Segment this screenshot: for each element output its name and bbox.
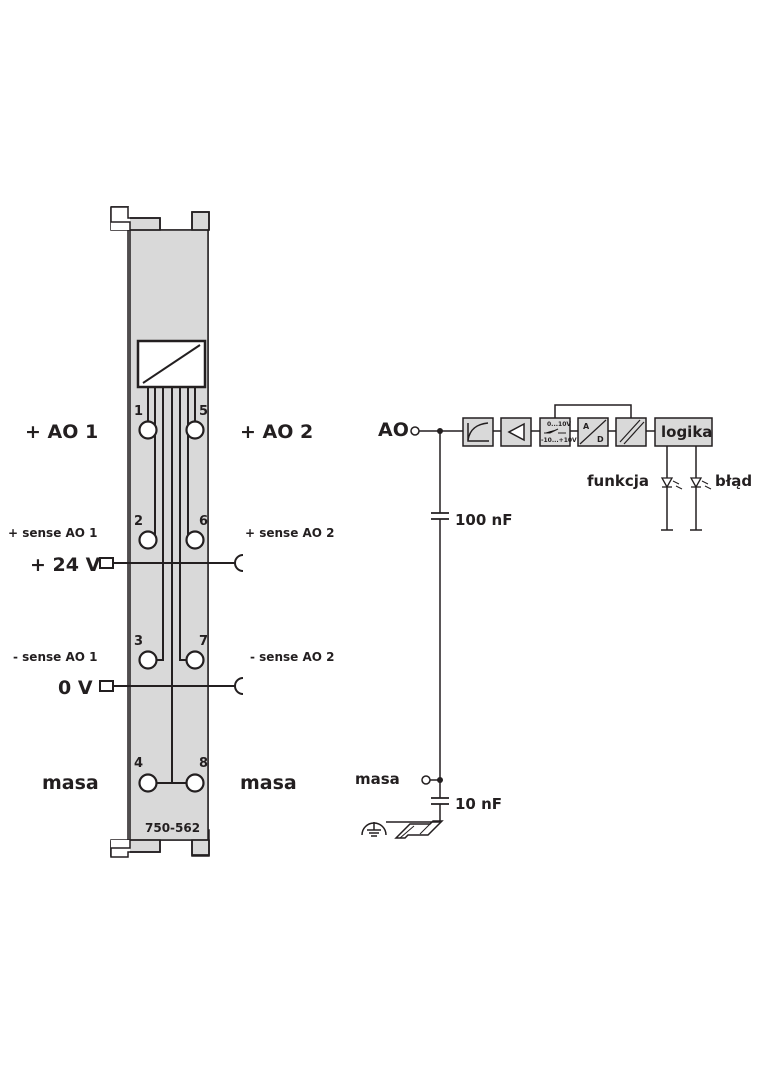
function-led-icon bbox=[660, 477, 683, 490]
converter-symbol bbox=[136, 339, 207, 389]
v0-terminal bbox=[99, 680, 114, 692]
cap-100nf-label: 100 nF bbox=[455, 511, 512, 529]
led-function-label: funkcja bbox=[587, 472, 649, 490]
label-0v: 0 V bbox=[58, 677, 93, 699]
left-labels: + AO 1 + sense AO 1 + 24 V - sense AO 1 … bbox=[8, 421, 101, 794]
pin-number-7: 7 bbox=[199, 634, 208, 649]
pin-4[interactable] bbox=[138, 773, 158, 793]
part-number: 750-562 bbox=[145, 821, 200, 835]
label-sense-ao2-minus: - sense AO 2 bbox=[250, 650, 334, 664]
led-error-label: błąd bbox=[715, 472, 752, 490]
switch-range-bottom: -10...+10V bbox=[541, 437, 577, 444]
adc-block: A D bbox=[577, 417, 609, 447]
logic-label: logika bbox=[661, 423, 712, 441]
pin-1[interactable] bbox=[138, 420, 158, 440]
adc-label-a: A bbox=[583, 422, 590, 431]
earth-ground-icon bbox=[361, 822, 387, 837]
pin-3[interactable] bbox=[138, 650, 158, 670]
din-rail-icon bbox=[394, 820, 444, 839]
label-ground-right: masa bbox=[240, 772, 297, 794]
pin-number-5: 5 bbox=[199, 404, 208, 419]
pins bbox=[138, 420, 205, 793]
filter-block bbox=[462, 417, 494, 447]
pin-number-8: 8 bbox=[199, 756, 208, 771]
amplifier-block bbox=[500, 417, 532, 447]
adc-label-d: D bbox=[597, 435, 604, 444]
error-led-icon bbox=[689, 477, 712, 490]
ao-terminal bbox=[410, 426, 420, 436]
logic-block: logika bbox=[654, 417, 713, 447]
circuit-ao-label: AO bbox=[378, 419, 409, 441]
right-labels: + AO 2 + sense AO 2 - sense AO 2 masa bbox=[240, 421, 335, 794]
isolation-block bbox=[615, 417, 647, 447]
v24-terminal bbox=[99, 557, 114, 569]
label-sense-ao1-minus: - sense AO 1 bbox=[13, 650, 97, 664]
label-24v: + 24 V bbox=[30, 554, 101, 576]
label-sense-ao2-plus: + sense AO 2 bbox=[245, 526, 335, 540]
pin-6[interactable] bbox=[185, 530, 205, 550]
pin-number-4: 4 bbox=[134, 756, 143, 771]
range-switch-block: 0...10V -10...+10V bbox=[539, 417, 577, 447]
pin-number-6: 6 bbox=[199, 514, 208, 529]
label-sense-ao1-plus: + sense AO 1 bbox=[8, 526, 98, 540]
power-rails bbox=[99, 554, 244, 695]
ground-terminal bbox=[421, 775, 431, 785]
circuit-ground-label: masa bbox=[355, 770, 400, 788]
pin-number-3: 3 bbox=[134, 634, 143, 649]
pin-number-1: 1 bbox=[134, 404, 143, 419]
circuit-schematic: AO 100 nF masa 10 nF bbox=[355, 404, 752, 839]
pin-8[interactable] bbox=[185, 773, 205, 793]
label-ground-left: masa bbox=[42, 772, 99, 794]
switch-range-top: 0...10V bbox=[547, 421, 571, 428]
pin-5[interactable] bbox=[185, 420, 205, 440]
label-ao1: + AO 1 bbox=[25, 421, 98, 443]
pin-numbers: 1 5 2 6 3 7 4 8 bbox=[134, 404, 208, 771]
pin-7[interactable] bbox=[185, 650, 205, 670]
pin-2[interactable] bbox=[138, 530, 158, 550]
label-ao2: + AO 2 bbox=[240, 421, 313, 443]
ground-node bbox=[437, 777, 443, 783]
cap-10nf-label: 10 nF bbox=[455, 795, 502, 813]
pin-number-2: 2 bbox=[134, 514, 143, 529]
